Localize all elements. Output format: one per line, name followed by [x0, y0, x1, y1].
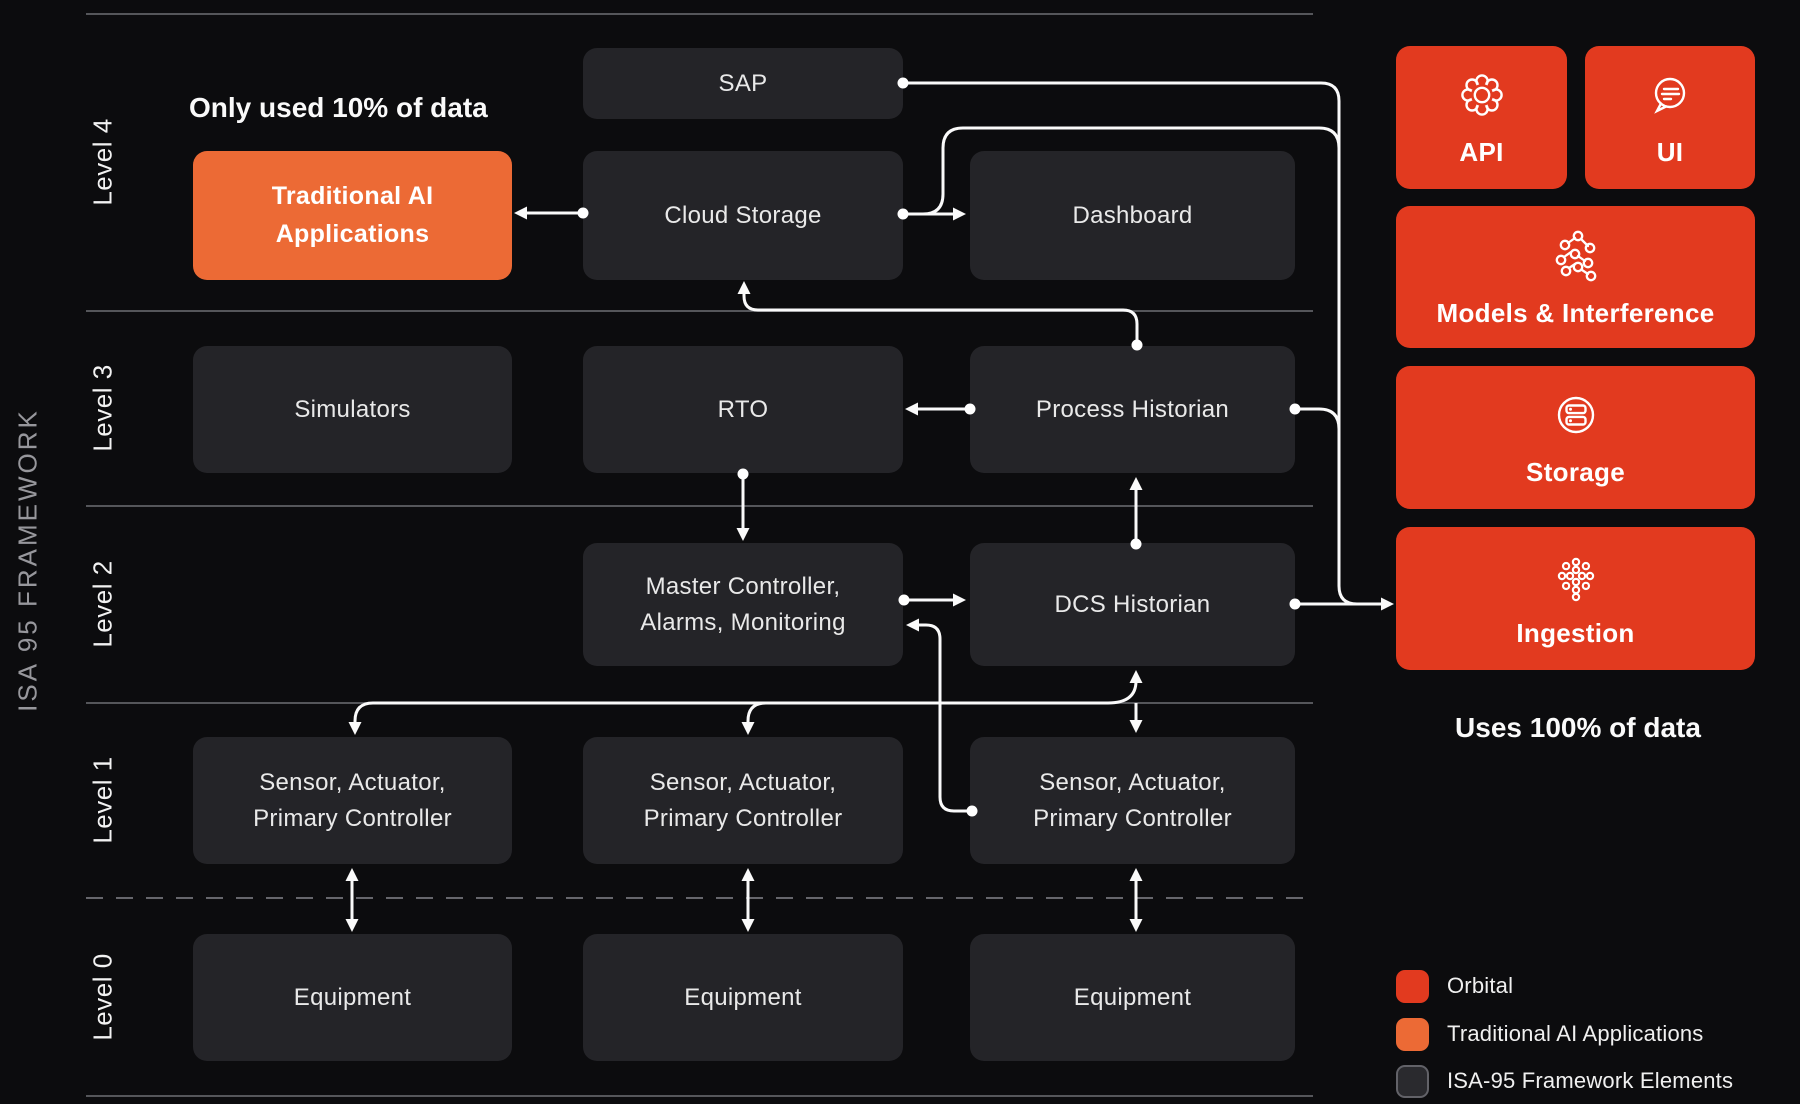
node-master-controller-label: Master Controller, Alarms, Monitoring [640, 572, 846, 636]
legend-swatch-isa95 [1396, 1064, 1429, 1098]
node-sensor-3: Sensor, Actuator, Primary Controller [970, 737, 1295, 864]
node-sensor-3-label: Sensor, Actuator, Primary Controller [1033, 768, 1232, 832]
node-equipment-2-label: Equipment [684, 983, 802, 1011]
node-sensor-1: Sensor, Actuator, Primary Controller [193, 737, 512, 864]
legend-swatch-traditional-ai [1396, 1017, 1429, 1051]
node-master-controller: Master Controller, Alarms, Monitoring [583, 543, 903, 666]
node-dcs-historian-label: DCS Historian [1054, 590, 1211, 618]
framework-title: ISA 95 FRAMEWORK [12, 408, 43, 712]
node-simulators-label: Simulators [294, 395, 411, 423]
node-rto-label: RTO [717, 395, 769, 423]
neural-network-icon [1555, 230, 1596, 281]
orbital-box-ui-label: UI [1656, 137, 1684, 167]
orbital-box-models: Models & Interference [1396, 206, 1755, 348]
node-traditional-ai: Traditional AI Applications [193, 151, 512, 280]
node-dashboard-label: Dashboard [1072, 201, 1193, 229]
node-sensor-1-label: Sensor, Actuator, Primary Controller [253, 768, 452, 832]
node-sensor-2: Sensor, Actuator, Primary Controller [583, 737, 903, 864]
api-gear-icon [1460, 74, 1503, 116]
node-equipment-3: Equipment [970, 934, 1295, 1061]
node-rto: RTO [583, 346, 903, 473]
dot-cluster-icon [1557, 557, 1594, 602]
chat-bubble-icon [1654, 77, 1686, 114]
node-dashboard: Dashboard [970, 151, 1295, 280]
level-2-label: Level 2 [87, 560, 118, 648]
level-0-label: Level 0 [87, 953, 118, 1041]
level-4-label: Level 4 [87, 118, 118, 206]
level-1-label: Level 1 [87, 756, 118, 844]
legend-item-isa95: ISA-95 Framework Elements [1396, 1064, 1733, 1098]
orbital-note: Uses 100% of data [1455, 712, 1701, 743]
orbital-box-api: API [1396, 46, 1567, 189]
node-dcs-historian: DCS Historian [970, 543, 1295, 666]
legend-label-isa95: ISA-95 Framework Elements [1447, 1068, 1734, 1093]
node-traditional-ai-label: Traditional AI Applications [271, 182, 434, 248]
orbital-box-ui: UI [1585, 46, 1755, 189]
server-stack-icon [1557, 396, 1594, 434]
legend-item-orbital: Orbital [1396, 969, 1513, 1003]
legend-label-orbital: Orbital [1447, 973, 1514, 998]
node-equipment-1: Equipment [193, 934, 512, 1061]
node-process-historian-label: Process Historian [1035, 395, 1230, 423]
node-sensor-2-label: Sensor, Actuator, Primary Controller [643, 768, 843, 832]
node-equipment-1-label: Equipment [293, 983, 412, 1011]
node-equipment-2: Equipment [583, 934, 903, 1061]
legend-swatch-orbital [1396, 969, 1429, 1003]
orbital-box-models-label: Models & Interference [1436, 297, 1715, 328]
level-3-label: Level 3 [87, 364, 118, 452]
legend-label-traditional-ai: Traditional AI Applications [1447, 1021, 1704, 1046]
orbital-box-ingestion-label: Ingestion [1516, 618, 1635, 648]
legend-item-traditional-ai: Traditional AI Applications [1396, 1017, 1704, 1051]
node-cloud-storage: Cloud Storage [583, 151, 903, 280]
orbital-box-storage-label: Storage [1526, 457, 1625, 487]
node-equipment-3-label: Equipment [1073, 983, 1192, 1011]
node-sap-label: SAP [718, 69, 768, 97]
node-cloud-storage-label: Cloud Storage [664, 201, 822, 229]
node-simulators: Simulators [193, 346, 512, 473]
node-sap: SAP [583, 48, 903, 119]
node-process-historian: Process Historian [970, 346, 1295, 473]
orbital-box-api-label: API [1459, 137, 1504, 167]
orbital-box-storage: Storage [1396, 366, 1755, 509]
level4-note: Only used 10% of data [189, 92, 488, 123]
orbital-box-ingestion: Ingestion [1396, 527, 1755, 670]
